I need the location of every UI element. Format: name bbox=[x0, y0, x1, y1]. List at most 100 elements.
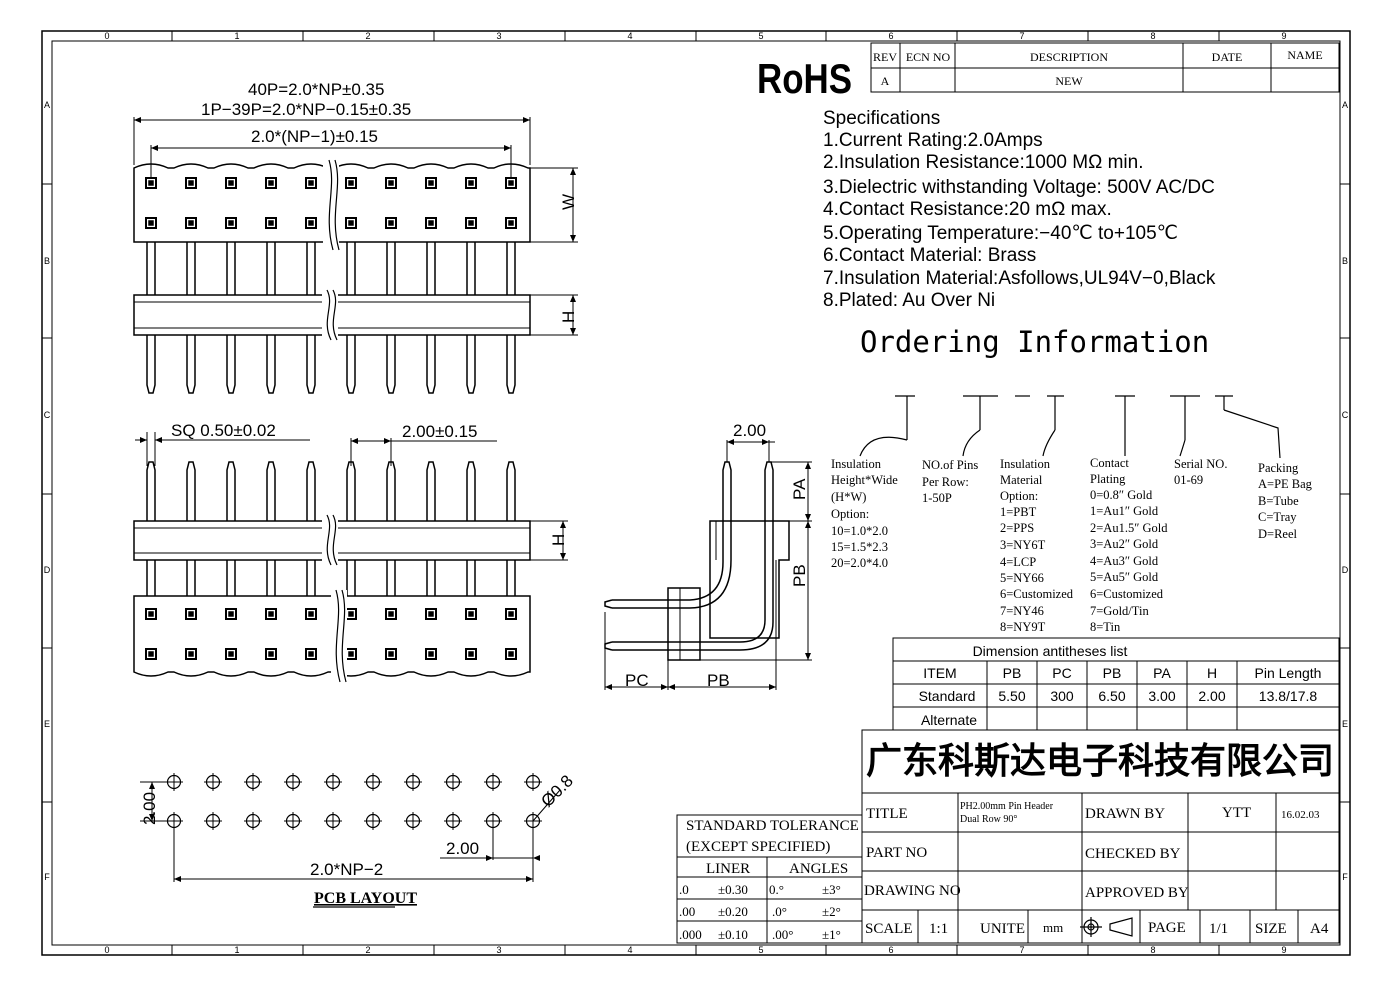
dimension-arrow bbox=[570, 328, 576, 335]
ordering-option-text: 10=1.0*2.0 bbox=[831, 524, 888, 538]
pin-square bbox=[185, 608, 197, 620]
pin-square bbox=[385, 217, 397, 229]
pcb-span: 2.0*NP−2 bbox=[310, 860, 383, 879]
side-view bbox=[604, 461, 790, 661]
pin-center bbox=[188, 180, 194, 186]
name-header: NAME bbox=[1287, 48, 1322, 62]
pin-tip bbox=[186, 335, 196, 394]
ecn-header: ECN NO bbox=[906, 50, 951, 64]
dimension-arrow bbox=[570, 168, 576, 175]
pin-tip bbox=[604, 599, 613, 609]
pin-square bbox=[225, 608, 237, 620]
frame-number: 7 bbox=[1019, 945, 1024, 955]
frame-number: 4 bbox=[627, 945, 632, 955]
dimension-lines bbox=[133, 117, 812, 882]
pin-square bbox=[145, 648, 157, 660]
pin-tip bbox=[226, 335, 236, 394]
dimension-arrow bbox=[151, 145, 158, 151]
drawn-by-label: DRAWN BY bbox=[1085, 806, 1165, 822]
tolerance-cell: .00 bbox=[679, 904, 695, 919]
pin-tip bbox=[306, 461, 316, 521]
title-value: Dual Row 90° bbox=[960, 814, 1017, 825]
dim-cell: 3.00 bbox=[1148, 688, 1175, 704]
pin-tip bbox=[306, 335, 316, 394]
ordering-option-text: 1=PBT bbox=[1000, 505, 1037, 519]
pin-center bbox=[348, 180, 354, 186]
size-label: SIZE bbox=[1255, 921, 1287, 937]
pin-center bbox=[268, 611, 274, 617]
pin-center bbox=[508, 180, 514, 186]
frame-number: 9 bbox=[1281, 945, 1286, 955]
dim-overall: 40P=2.0*NP±0.35 bbox=[248, 80, 384, 99]
pin-center bbox=[228, 180, 234, 186]
pin-center bbox=[468, 651, 474, 657]
dimension-arrow bbox=[661, 684, 668, 690]
dim-pitch-span: 2.0*(NP−1)±0.15 bbox=[251, 127, 378, 146]
ordering-option-text: 8=NY9T bbox=[1000, 620, 1046, 634]
pin-square bbox=[185, 177, 197, 189]
tolerance-subtitle: (EXCEPT SPECIFIED) bbox=[686, 839, 830, 855]
dimension-arrow bbox=[486, 855, 493, 861]
ordering-option-text: 7=Gold/Tin bbox=[1090, 604, 1149, 618]
checked-by-label: CHECKED BY bbox=[1085, 846, 1181, 862]
pin-center bbox=[508, 220, 514, 226]
pin-square bbox=[185, 648, 197, 660]
frame-letter: F bbox=[44, 872, 50, 882]
title-value: PH2.00mm Pin Header bbox=[960, 801, 1054, 812]
dim-header-pin-length: Pin Length bbox=[1255, 665, 1322, 681]
dim-pb-vertical: PB bbox=[790, 564, 809, 587]
pin-center bbox=[148, 180, 154, 186]
dim-pa: PA bbox=[790, 478, 809, 500]
dim-cell: 2.00 bbox=[1198, 688, 1225, 704]
break-line bbox=[334, 159, 340, 251]
break-line bbox=[326, 514, 332, 566]
pin-tip bbox=[386, 461, 396, 521]
dim-cell: 5.50 bbox=[998, 688, 1025, 704]
dimension-arrow bbox=[155, 437, 162, 443]
frame-letter: A bbox=[1342, 100, 1348, 110]
pin-center bbox=[308, 651, 314, 657]
tolerance-cell: .0° bbox=[772, 904, 787, 919]
ordering-option-text: 8=Tin bbox=[1090, 620, 1121, 634]
pin-tip bbox=[506, 335, 516, 394]
tolerance-cell: 0.° bbox=[769, 882, 784, 897]
dimension-arrow bbox=[727, 439, 734, 445]
dim-header-h: H bbox=[1207, 665, 1217, 681]
break-line bbox=[341, 589, 347, 683]
frame-number: 5 bbox=[758, 945, 763, 955]
pin-square bbox=[305, 217, 317, 229]
ordering-option-text: Insulation bbox=[831, 457, 882, 471]
dimension-arrow bbox=[523, 117, 530, 123]
frame-number: 3 bbox=[496, 31, 501, 41]
ordering-option-text: Option: bbox=[831, 507, 869, 521]
pin-tip bbox=[426, 335, 436, 394]
ordering-option-text: 5=NY66 bbox=[1000, 571, 1044, 585]
pin-center bbox=[468, 611, 474, 617]
pin-square bbox=[505, 608, 517, 620]
pin-center bbox=[308, 220, 314, 226]
side-housing bbox=[709, 520, 790, 639]
rev-value: A bbox=[881, 74, 890, 88]
dimension-arrow bbox=[174, 876, 181, 882]
pin-square bbox=[305, 177, 317, 189]
ordering-option-text: 3=Au2″ Gold bbox=[1090, 537, 1159, 551]
pin-square bbox=[465, 608, 477, 620]
dim-cell: 300 bbox=[1050, 688, 1074, 704]
dim-pitch: 2.00±0.15 bbox=[402, 422, 478, 441]
pin-tip bbox=[266, 461, 276, 521]
company-name: 广东科斯达电子科技有限公司 bbox=[866, 740, 1334, 781]
pin-center bbox=[348, 611, 354, 617]
ordering-option-text: 6=Customized bbox=[1000, 587, 1074, 601]
ordering-option-text: Packing bbox=[1258, 461, 1299, 475]
pin-tip bbox=[764, 461, 774, 521]
pin-square bbox=[305, 608, 317, 620]
tolerance-cell: ±3° bbox=[822, 882, 841, 897]
frame-number: 0 bbox=[104, 31, 109, 41]
pin-center bbox=[188, 651, 194, 657]
ordering-option-text: (H*W) bbox=[831, 490, 866, 504]
pin-square bbox=[225, 177, 237, 189]
frame-number: 0 bbox=[104, 945, 109, 955]
pin-tip bbox=[466, 461, 476, 521]
drawing-no-label: DRAWING NO bbox=[864, 883, 961, 899]
